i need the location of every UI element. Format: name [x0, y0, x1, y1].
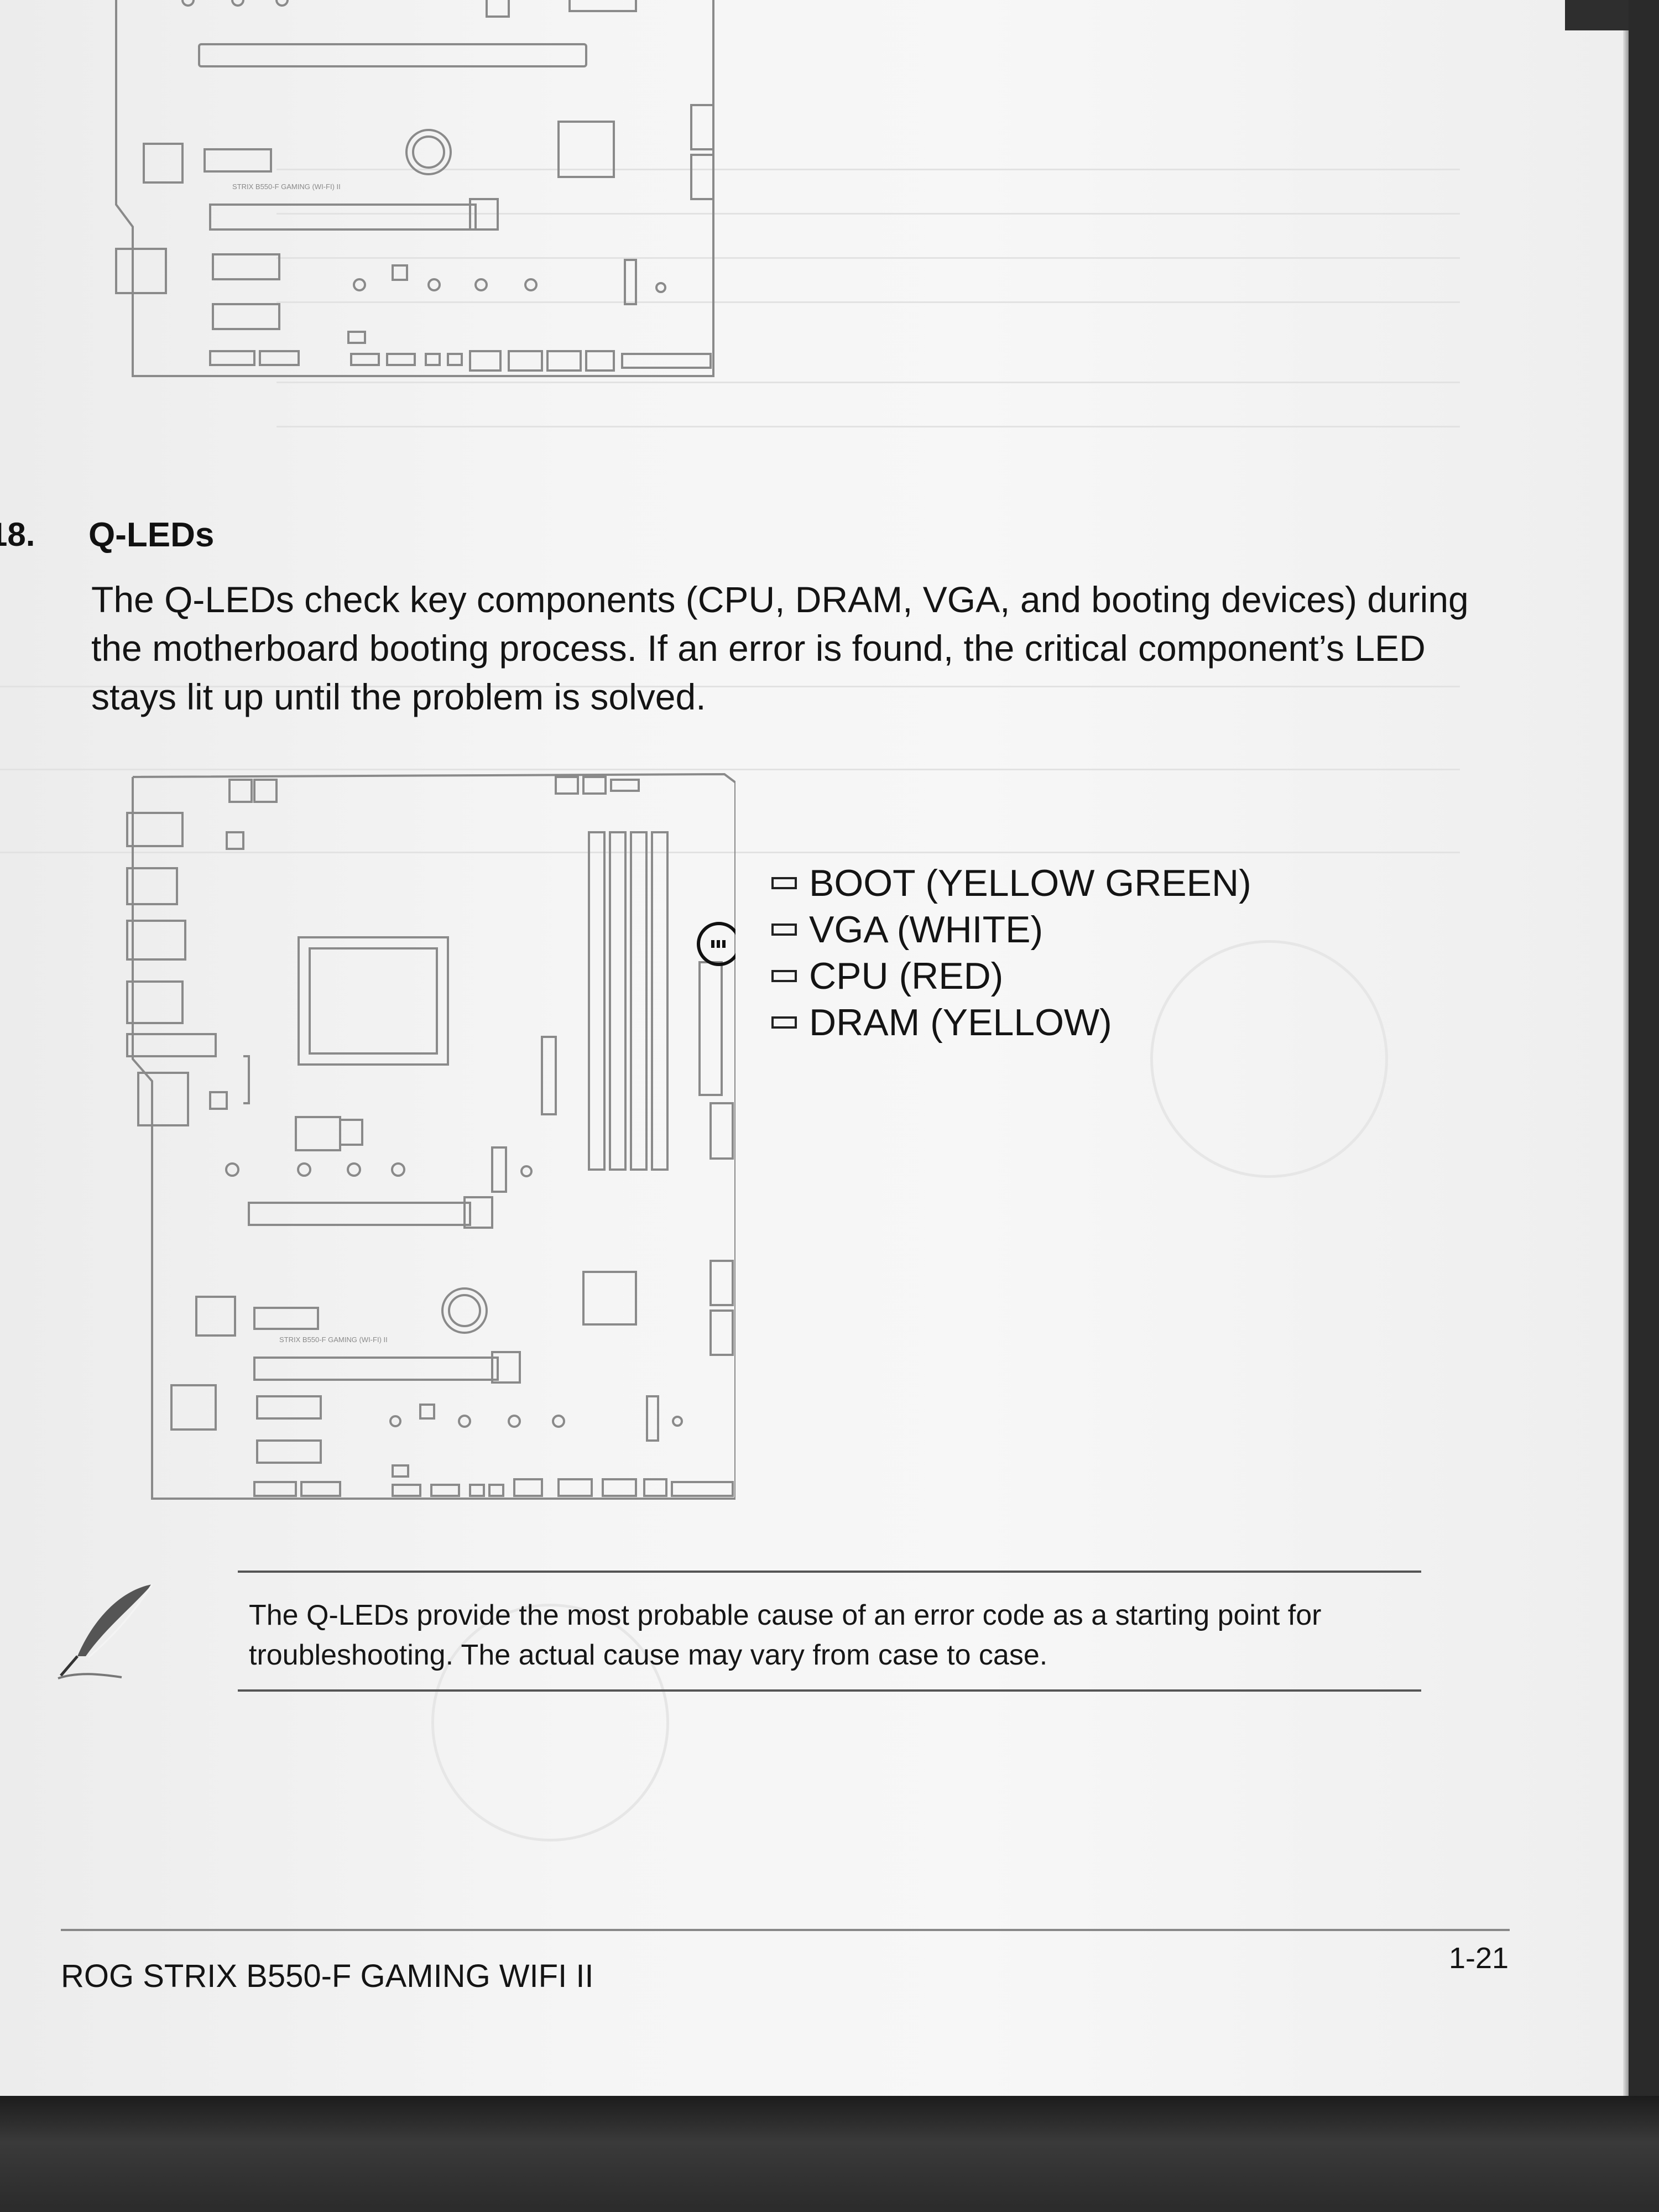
background-corner: [1565, 0, 1629, 30]
page-number: 1-21: [1449, 1942, 1509, 1975]
ghost-line: [276, 257, 1460, 259]
background-fabric: [0, 2096, 1659, 2212]
ghost-line: [276, 426, 1460, 427]
led-rectangle-icon: [771, 924, 797, 936]
motherboard-diagram-top: STRIX B550-F GAMING (WI-FI) II: [105, 0, 719, 384]
legend-item-dram: DRAM (YELLOW): [771, 999, 1251, 1046]
manual-page: STRIX B550-F GAMING (WI-FI) II 18. Q-LED…: [0, 0, 1629, 2096]
motherboard-outline-top: STRIX B550-F GAMING (WI-FI) II: [115, 0, 714, 377]
footer-title: ROG STRIX B550-F GAMING WIFI II: [61, 1958, 594, 1994]
legend-label-dram: DRAM (YELLOW): [809, 1001, 1112, 1044]
ghost-line: [0, 852, 1460, 853]
page-edge: [1623, 0, 1629, 2096]
motherboard-diagram: STRIX B550-F GAMING (WI-FI) II: [122, 771, 735, 1504]
section-number: 18.: [0, 516, 35, 553]
led-rectangle-icon: [771, 970, 797, 982]
ghost-line: [276, 169, 1460, 170]
ghost-line: [276, 382, 1460, 383]
ghost-circle: [1150, 940, 1388, 1178]
footer-rule: [61, 1929, 1510, 1931]
ghost-line: [0, 769, 1460, 770]
ghost-circle: [431, 1604, 669, 1841]
board-label: STRIX B550-F GAMING (WI-FI) II: [279, 1335, 388, 1344]
section-title: Q-LEDs: [88, 516, 215, 554]
feather-pen-icon: [55, 1573, 160, 1684]
led-rectangle-icon: [771, 1016, 797, 1029]
qled-highlight-circle: [697, 922, 735, 966]
section-body: The Q-LEDs check key components (CPU, DR…: [91, 579, 1469, 717]
ghost-line: [276, 301, 1460, 303]
legend-item-cpu: CPU (RED): [771, 953, 1251, 999]
board-label-top: STRIX B550-F GAMING (WI-FI) II: [232, 182, 341, 191]
qled-cluster: [711, 940, 726, 948]
note-rule-top: [238, 1571, 1421, 1573]
note-rule-bottom: [238, 1689, 1421, 1692]
legend-label-boot: BOOT (YELLOW GREEN): [809, 862, 1251, 904]
legend-item-boot: BOOT (YELLOW GREEN): [771, 860, 1251, 906]
legend-label-vga: VGA (WHITE): [809, 909, 1044, 951]
legend-label-cpu: CPU (RED): [809, 955, 1004, 997]
led-rectangle-icon: [771, 877, 797, 889]
note-text: The Q-LEDs provide the most probable cau…: [249, 1599, 1322, 1671]
legend-item-vga: VGA (WHITE): [771, 906, 1251, 953]
ghost-line: [0, 686, 1460, 687]
qled-legend: BOOT (YELLOW GREEN) VGA (WHITE) CPU (RED…: [771, 860, 1251, 1046]
motherboard-outline: STRIX B550-F GAMING (WI-FI) II: [126, 773, 735, 1500]
ghost-line: [276, 213, 1460, 215]
